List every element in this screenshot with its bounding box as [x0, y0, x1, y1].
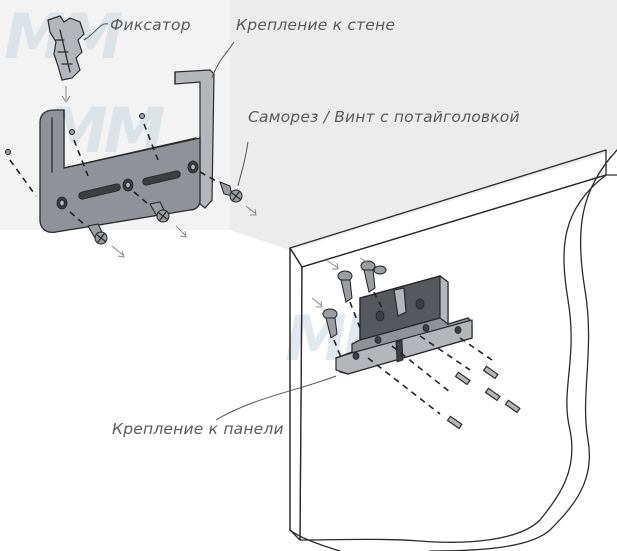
screw-right [199, 141, 257, 216]
screw-bottom-left [69, 211, 125, 258]
fixator-plug [47, 15, 109, 103]
label-fixator: Фиксатор [110, 16, 191, 34]
dowel-pins [367, 335, 521, 430]
panel-screw-4 [359, 257, 387, 275]
panel-screw-1 [325, 259, 353, 303]
panel-screw-3 [311, 297, 338, 339]
cabinet-panel [289, 149, 617, 551]
screw-bottom-middle [133, 191, 187, 238]
wall-bracket-screws [5, 113, 257, 258]
label-panel-mount: Крепление к панели [112, 420, 284, 438]
panel-bracket-screws [311, 257, 387, 361]
label-screw: Саморез / Винт с потайголовкой [248, 108, 520, 126]
panel-screw-2 [360, 260, 376, 293]
label-wall-mount: Крепление к стене [236, 16, 395, 34]
